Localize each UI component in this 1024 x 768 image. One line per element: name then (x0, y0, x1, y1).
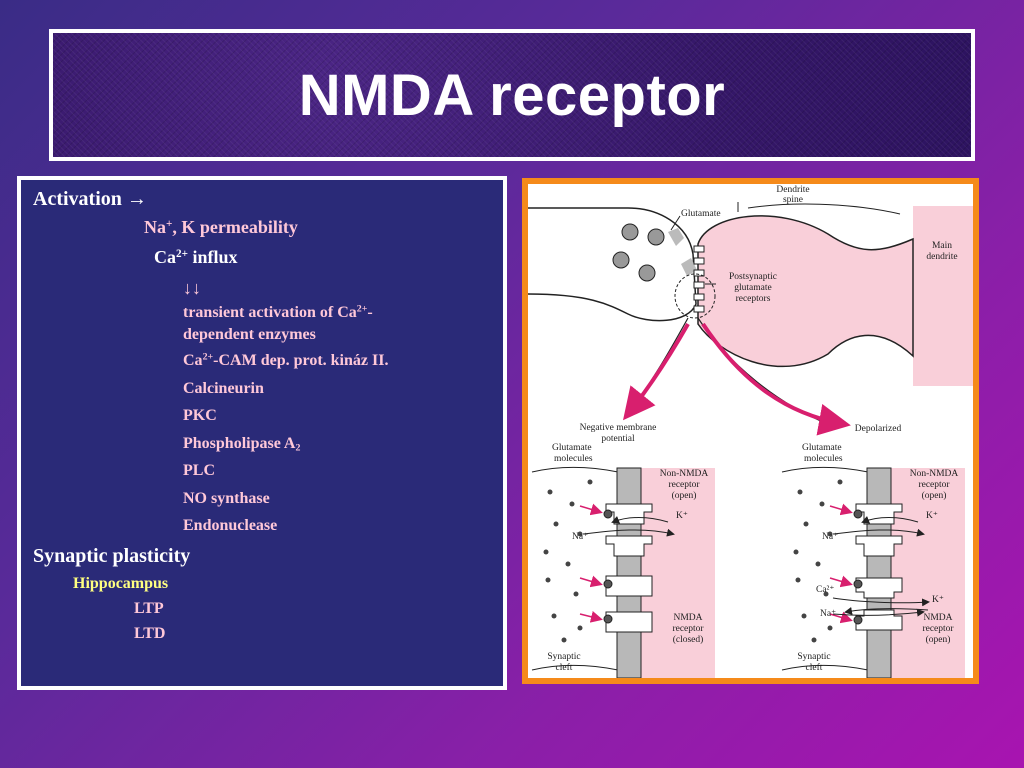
vesicle (621, 223, 639, 241)
receptor-column (693, 245, 705, 313)
label-potential: potential (601, 434, 635, 444)
glutamate-dots-left (543, 479, 593, 643)
label-synaptic-r: Synaptic (797, 652, 830, 662)
label-synaptic: Synaptic (547, 652, 580, 662)
label-nmda-receptor: receptor (672, 624, 704, 634)
line-ca-influx: Ca2+ influx (154, 247, 238, 267)
label-receptor: receptor (668, 480, 700, 490)
label-glutamate-molecules-r: Glutamate (802, 443, 842, 453)
line-ltd: LTD (134, 625, 166, 642)
line-cam-kinase: Ca2+-CAM dep. prot. kináz II. (183, 351, 389, 369)
label-molecules: molecules (554, 454, 593, 464)
label-dendrite-main: dendrite (926, 252, 957, 262)
line-transient-activation: transient activation of Ca2+- (183, 303, 373, 321)
label-non-nmda-r: Non-NMDA (910, 469, 959, 479)
label-receptor-r: receptor (918, 480, 950, 490)
line-synaptic-plasticity: Synaptic plasticity (33, 545, 191, 567)
line-calcineurin: Calcineurin (183, 380, 264, 397)
label-cleft-r: cleft (806, 662, 823, 673)
label-glutamate: Glutamate (681, 209, 721, 219)
glutamate-cloud (681, 258, 697, 276)
text-panel-body: Activation → Na+, K permeability Ca2+ in… (21, 180, 503, 686)
line-phospholipase: Phospholipase A2 (183, 435, 301, 454)
label-molecules-r: molecules (804, 454, 843, 464)
line-dependent-enzymes: dependent enzymes (183, 326, 316, 343)
label-na-ion-r2: Na⁺ (820, 609, 836, 619)
nmda-receptor-open-top (855, 577, 903, 599)
label-glutamate-rec: glutamate (734, 283, 771, 293)
arrow-to-negative (623, 323, 690, 421)
receptor-focus-circle (674, 273, 716, 319)
label-spine: spine (783, 195, 803, 205)
label-negative-membrane: Negative membrane (580, 423, 657, 433)
label-ca-ion-r: Ca²⁺ (816, 585, 834, 595)
branch-arrows (623, 317, 851, 436)
line-no-synthase: NO synthase (183, 490, 270, 507)
label-open: (open) (672, 490, 697, 501)
line-na-k-permeability: Na+, K permeability (144, 217, 298, 237)
title-box: NMDA receptor (49, 29, 975, 161)
label-nmda-receptor-r: receptor (922, 624, 954, 634)
label-na-ion: Na⁺ (572, 532, 588, 542)
channel-column-right (866, 467, 892, 678)
line-hippocampus: Hippocampus (73, 575, 169, 592)
diagram-svg: Dendrite spine Glutamate Main dendrite P… (528, 185, 973, 678)
label-k-ion-r2: K⁺ (932, 595, 944, 605)
text-panel: Activation → Na+, K permeability Ca2+ in… (17, 176, 507, 690)
line-endonuclease: Endonuclease (183, 517, 278, 534)
label-open-nmda-r: (open) (926, 634, 951, 645)
nmda-receptor-closed-top (605, 575, 653, 597)
label-k-ion: K⁺ (676, 511, 688, 521)
label-depolarized: Depolarized (855, 424, 902, 434)
label-nmda: NMDA (673, 613, 702, 623)
presynaptic-terminal (528, 207, 697, 322)
diagram-frame: Dendrite spine Glutamate Main dendrite P… (522, 178, 979, 684)
vesicle (638, 264, 656, 282)
label-k-ion-r: K⁺ (926, 511, 938, 521)
non-nmda-receptor-left-b (605, 535, 653, 557)
line-ltp: LTP (134, 600, 164, 617)
main-dendrite-shape (913, 206, 973, 386)
panel-negative-potential: Glutamate molecules Non-NMDA receptor (o… (531, 443, 715, 678)
channel-column-left (616, 467, 642, 678)
arrow-to-depolarized (701, 322, 851, 436)
dendrite-spine-shape (697, 215, 914, 368)
nmda-receptor-closed-bottom (605, 611, 653, 633)
line-arrows: ↓↓ (183, 278, 201, 298)
vesicle (647, 228, 665, 246)
label-glutamate-molecules: Glutamate (552, 443, 592, 453)
line-activation: Activation → (33, 188, 147, 210)
label-na-ion-r: Na⁺ (822, 532, 838, 542)
vesicle (612, 251, 630, 269)
label-closed: (closed) (673, 634, 704, 645)
label-nmda-r: NMDA (923, 613, 952, 623)
nmda-diagram: Dendrite spine Glutamate Main dendrite P… (528, 184, 973, 678)
label-dendrite: Dendrite (776, 185, 809, 195)
glutamate-dots-right (793, 479, 843, 643)
line-plc: PLC (183, 462, 215, 479)
label-main: Main (932, 241, 952, 251)
label-receptors: receptors (736, 294, 771, 304)
slide-title: NMDA receptor (298, 62, 726, 128)
glutamate-cloud (668, 228, 684, 246)
line-pkc: PKC (183, 407, 217, 424)
label-postsynaptic: Postsynaptic (729, 272, 777, 282)
non-nmda-receptor-right-b (855, 535, 903, 557)
panel-depolarized: Glutamate molecules Non-NMDA receptor (o… (781, 443, 965, 678)
synapse-overview: Dendrite spine Glutamate Main dendrite P… (528, 185, 973, 386)
label-cleft: cleft (556, 662, 573, 673)
label-open-r: (open) (922, 490, 947, 501)
label-non-nmda: Non-NMDA (660, 469, 709, 479)
